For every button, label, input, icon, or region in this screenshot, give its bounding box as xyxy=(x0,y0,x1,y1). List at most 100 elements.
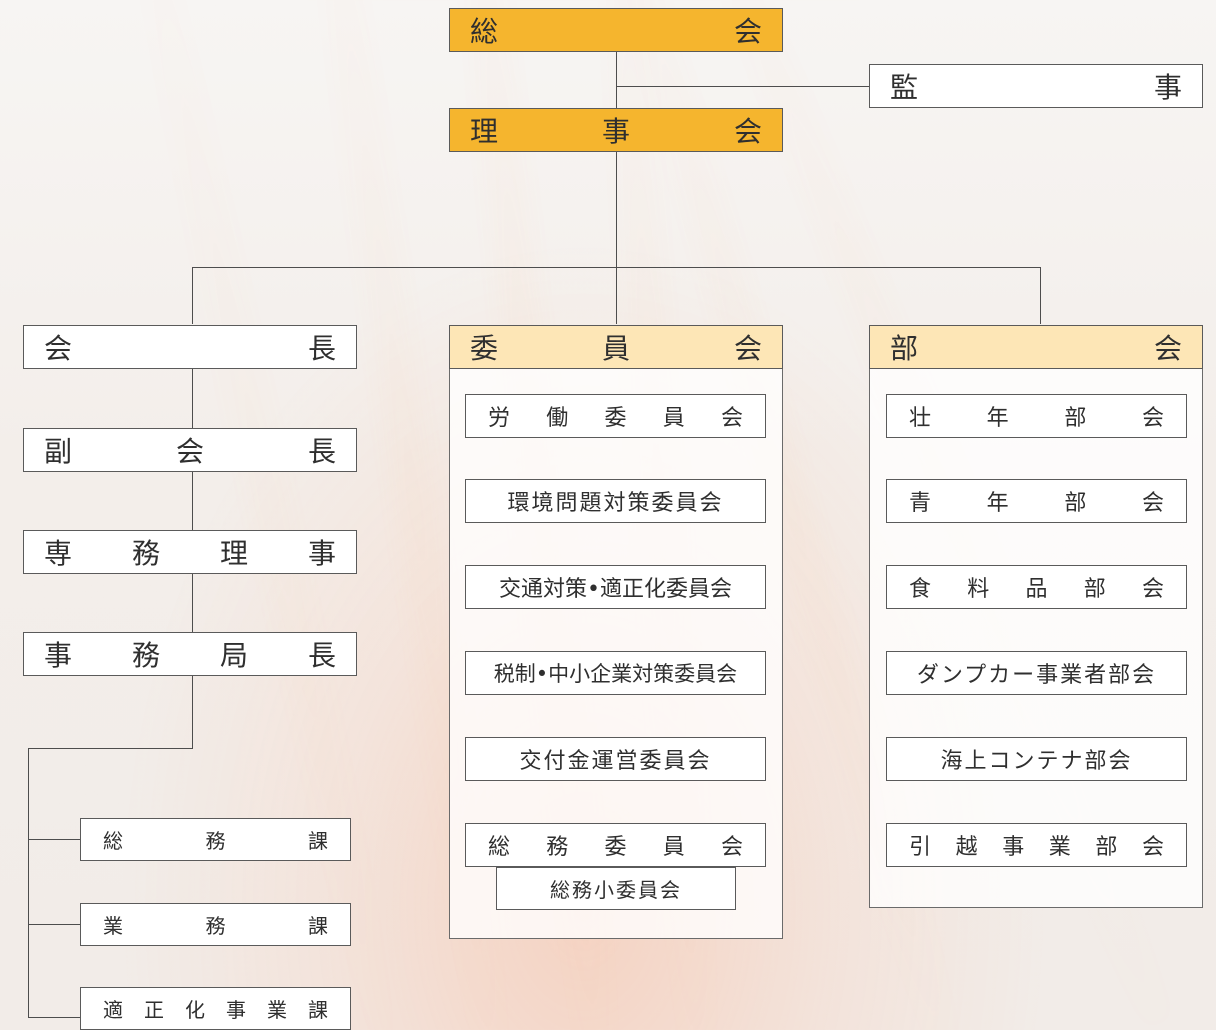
jimukyokucho-char-1: 事 xyxy=(44,639,73,672)
senmu-link xyxy=(192,573,193,634)
soukai-rijikai-line xyxy=(616,52,617,110)
bukai-header-char-1: 部 xyxy=(890,332,919,365)
bukai-item-1-char-2: 年 xyxy=(986,406,1009,431)
fukukaicho-char-1: 副 xyxy=(44,435,73,468)
kaicho-char-2: 長 xyxy=(307,332,336,365)
committee-item-3-label: 交通対策•適正化委員会 xyxy=(499,577,732,602)
senmu-char-1: 専 xyxy=(44,537,73,570)
committee-item-1-char-5: 会 xyxy=(720,406,743,431)
committee-item-6: 総 務 委 員 会 xyxy=(465,823,766,867)
fukukaicho-char-2: 会 xyxy=(175,435,204,468)
bukai-item-2-char-3: 部 xyxy=(1064,491,1087,516)
somuka-char-1: 総 xyxy=(103,829,123,853)
middle-branch-line xyxy=(616,267,617,324)
committee-item-2: 環境問題対策委員会 xyxy=(465,479,766,523)
committee-item-6-char-1: 総 xyxy=(488,835,511,860)
senmu-box: 専 務 理 事 xyxy=(23,530,357,574)
office-branch-line xyxy=(28,748,193,749)
soukai-kanji-line xyxy=(616,86,870,87)
rijikai-down-line xyxy=(616,152,617,267)
bukai-item-5-label: 海上コンテナ部会 xyxy=(940,749,1133,774)
kanji-char-2: 事 xyxy=(1153,71,1182,104)
committee-item-4-label: 税制•中小企業対策委員会 xyxy=(493,662,738,686)
bukai-item-2-char-1: 青 xyxy=(909,491,932,516)
bukai-item-6-char-1: 引 xyxy=(909,835,932,860)
somuka-line xyxy=(28,839,81,840)
committee-item-6-char-5: 会 xyxy=(720,835,743,860)
rijikai-char-2: 事 xyxy=(601,115,630,148)
jimukyokucho-char-3: 局 xyxy=(219,639,248,672)
kaicho-link xyxy=(192,369,193,431)
bukai-item-3-char-2: 料 xyxy=(967,577,990,602)
left-branch-line xyxy=(192,267,193,324)
bukai-item-2-char-2: 年 xyxy=(986,491,1009,516)
committee-header: 委 員 会 xyxy=(449,325,783,369)
bukai-header-char-2: 会 xyxy=(1153,332,1182,365)
bukai-item-1-char-1: 壮 xyxy=(909,406,932,431)
fukukaicho-char-3: 長 xyxy=(307,435,336,468)
tekiseika-char-3: 化 xyxy=(185,998,205,1022)
committee-header-char-2: 員 xyxy=(601,332,630,365)
tekiseika-char-1: 適 xyxy=(103,998,123,1022)
kaicho-box: 会 長 xyxy=(23,325,357,369)
tekiseika-char-5: 業 xyxy=(267,998,287,1022)
bukai-item-3-char-5: 会 xyxy=(1141,577,1164,602)
somuka-box: 総 務 課 xyxy=(80,818,351,861)
bukai-item-1: 壮 年 部 会 xyxy=(886,394,1187,438)
tekiseika-box: 適 正 化 事 業 課 xyxy=(80,987,351,1030)
office-vertical-line xyxy=(28,748,29,1018)
soukai-char-1: 総 xyxy=(470,15,499,48)
gyomuka-char-3: 課 xyxy=(308,914,328,938)
committee-item-1-char-4: 員 xyxy=(662,406,685,431)
tekiseika-line xyxy=(28,1017,81,1018)
gyomuka-char-2: 務 xyxy=(205,914,226,938)
bukai-item-6-char-5: 部 xyxy=(1095,835,1118,860)
jimukyokucho-down-line xyxy=(192,675,193,749)
bukai-item-4-label: ダンプカー事業者部会 xyxy=(916,663,1157,688)
committee-item-3: 交通対策•適正化委員会 xyxy=(465,565,766,609)
bukai-item-6-char-6: 会 xyxy=(1141,835,1164,860)
committee-item-4: 税制•中小企業対策委員会 xyxy=(465,651,766,695)
committee-item-1-char-3: 委 xyxy=(604,406,627,431)
somuka-char-2: 務 xyxy=(205,829,226,853)
gyomuka-char-1: 業 xyxy=(103,914,123,938)
bukai-item-6: 引 越 事 業 部 会 xyxy=(886,823,1187,867)
committee-item-1-char-2: 働 xyxy=(546,406,569,431)
bukai-item-1-char-3: 部 xyxy=(1064,406,1087,431)
committee-item-5-label: 交付金運営委員会 xyxy=(519,749,712,774)
committee-item-6-char-3: 委 xyxy=(604,835,627,860)
committee-item-1-char-1: 労 xyxy=(488,406,511,431)
committee-item-2-label: 環境問題対策委員会 xyxy=(507,491,724,516)
bukai-item-2: 青 年 部 会 xyxy=(886,479,1187,523)
senmu-char-3: 理 xyxy=(219,537,248,570)
rijikai-box: 理 事 会 xyxy=(449,108,783,152)
soukai-char-2: 会 xyxy=(733,15,762,48)
committee-header-char-3: 会 xyxy=(733,332,762,365)
committee-item-6-char-4: 員 xyxy=(662,835,685,860)
committee-header-char-1: 委 xyxy=(470,332,499,365)
bukai-item-3-char-4: 部 xyxy=(1083,577,1106,602)
senmu-char-2: 務 xyxy=(131,537,160,570)
gyomuka-line xyxy=(28,924,81,925)
tekiseika-char-2: 正 xyxy=(144,998,164,1022)
committee-item-5: 交付金運営委員会 xyxy=(465,737,766,781)
kaicho-char-1: 会 xyxy=(44,332,73,365)
committee-subitem-label: 総務小委員会 xyxy=(550,878,682,902)
tekiseika-char-6: 課 xyxy=(308,998,328,1022)
bukai-item-6-char-2: 越 xyxy=(955,835,978,860)
soukai-box: 総 会 xyxy=(449,8,783,52)
rijikai-char-3: 会 xyxy=(733,115,762,148)
bukai-item-6-char-3: 事 xyxy=(1002,835,1025,860)
jimukyokucho-box: 事 務 局 長 xyxy=(23,632,357,676)
gyomuka-box: 業 務 課 xyxy=(80,903,351,946)
fukukaicho-box: 副 会 長 xyxy=(23,428,357,472)
bukai-item-5: 海上コンテナ部会 xyxy=(886,737,1187,781)
kanji-box: 監 事 xyxy=(869,64,1203,108)
right-branch-line xyxy=(1040,267,1041,324)
committee-item-6-char-2: 務 xyxy=(546,835,569,860)
kanji-char-1: 監 xyxy=(890,71,919,104)
bukai-header: 部 会 xyxy=(869,325,1203,369)
somuka-char-3: 課 xyxy=(308,829,328,853)
jimukyokucho-char-4: 長 xyxy=(307,639,336,672)
bukai-item-3-char-3: 品 xyxy=(1025,577,1048,602)
